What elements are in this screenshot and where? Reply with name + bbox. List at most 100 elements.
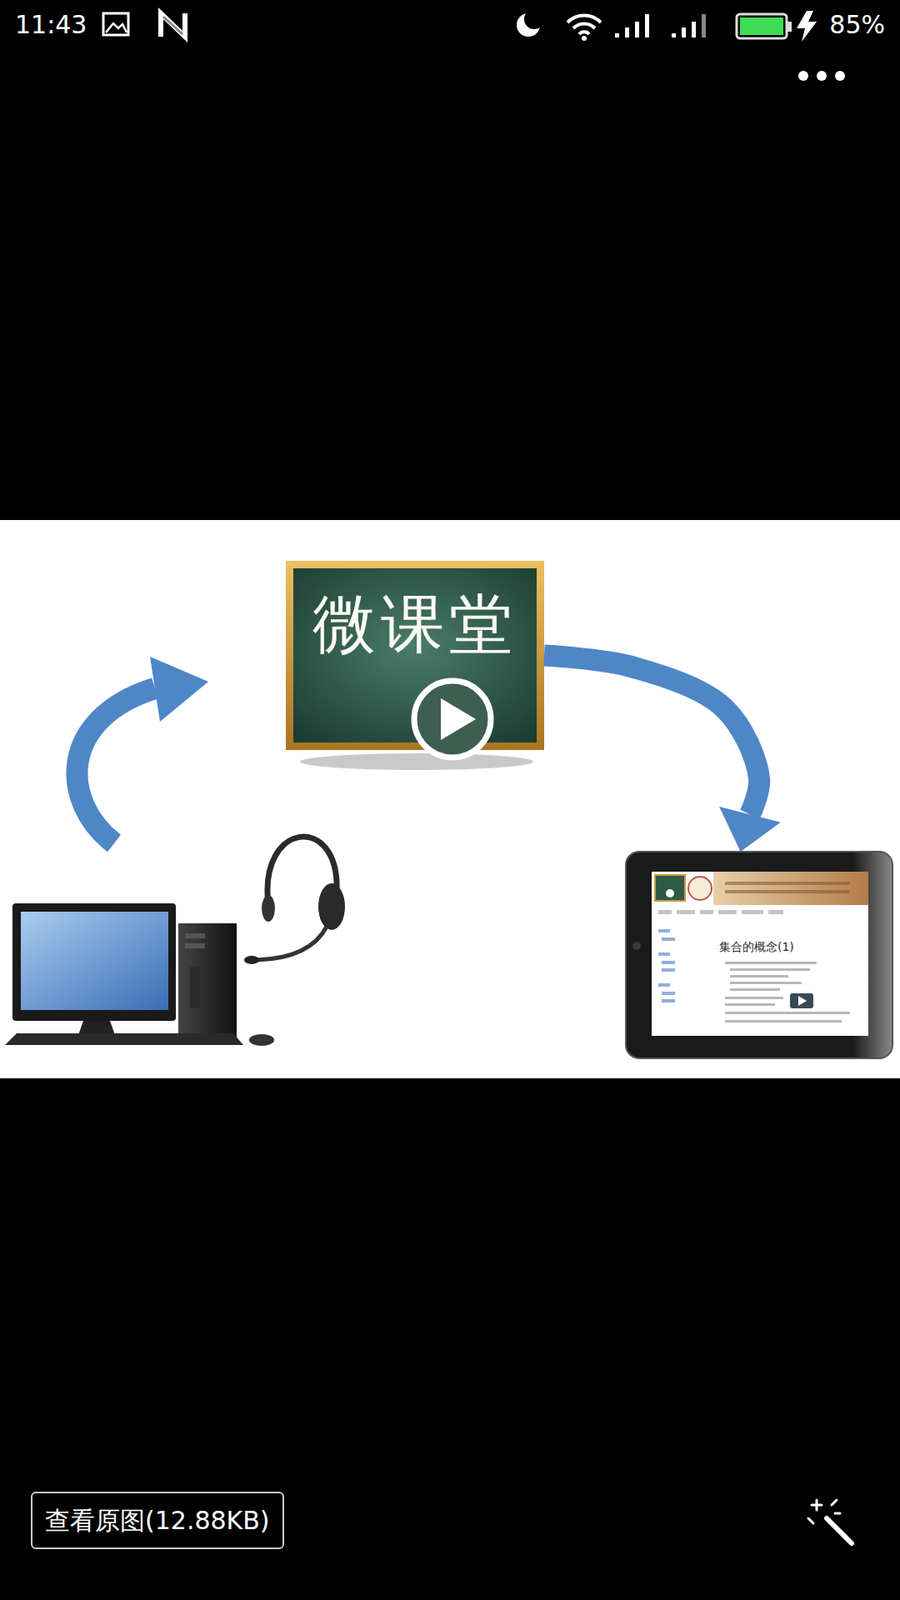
tablet-illustration [658,910,784,915]
tablet-illustration [655,875,685,901]
computer-illustration [20,911,169,1010]
tablet-illustration [632,941,641,950]
arrow-head [719,806,781,852]
n-logo-icon [160,13,185,37]
headset-icon [256,926,327,960]
cycle-arrow [76,656,209,844]
tablet-illustration [661,999,675,1003]
tablet-illustration [725,881,850,885]
computer-illustration [185,943,205,949]
magic-wand-icon [826,1518,852,1544]
tablet-illustration [658,929,670,933]
picture-icon [103,13,129,35]
headset-icon [244,836,345,965]
wifi-icon [581,35,587,41]
tablet-illustration [725,1011,850,1015]
tablet-illustration [725,961,850,1023]
tablet-screen: 集合的概念(1) [625,851,893,1059]
signal-icon [625,27,630,38]
tablet-illustration [625,851,893,1059]
battery-icon [736,14,787,39]
computer-illustration [5,1033,244,1045]
tablet-illustration [730,981,802,985]
moon-icon [524,9,545,30]
magic-wand-icon [811,1504,822,1507]
tablet-illustration [700,910,714,915]
tablet-illustration [651,871,869,1036]
view-original-button-text: 查看原图(12.88KB) [45,1505,270,1536]
wifi-icon [579,31,590,35]
headset-icon [261,895,275,922]
tablet-illustration [718,910,737,915]
wifi-icon [567,15,601,23]
cycle-arrow [76,688,155,844]
signal-icon [671,33,676,38]
computer-illustration [178,923,237,1041]
status-time: 11:43 [15,8,87,41]
chalkboard [414,680,491,758]
magic-wand-icon [835,1512,840,1515]
signal-icon [645,14,650,38]
picture-icon [103,13,129,35]
status-icons [103,9,817,42]
signal-icon [681,27,686,38]
wifi-icon [567,15,601,41]
tablet-illustration [658,910,672,915]
battery-icon [796,10,817,42]
signal-icon [615,14,706,38]
tablet-illustration [725,1020,842,1023]
tablet-illustration [798,995,807,1006]
chalkboard [440,698,476,740]
more-menu-dots [798,70,845,81]
computer-illustration [185,933,205,939]
chalkboard [285,560,545,770]
computer-illustration [78,1020,115,1035]
magic-wand-icon [808,1500,852,1544]
tablet-illustration [768,910,784,915]
tablet-illustration [658,952,670,956]
tablet-illustration [665,889,675,898]
tablet-illustration [725,961,817,965]
arrow-body [544,655,760,815]
tablet-illustration [661,937,675,941]
battery-icon [740,17,784,35]
tablet-illustration [741,910,764,915]
chalkboard [300,753,534,770]
tablet-illustration [725,1003,775,1006]
computer-illustration [190,966,200,1009]
computer-illustration [12,903,176,1021]
tablet-illustration [730,975,789,978]
signal-icon [691,21,696,38]
tablet-illustration [661,960,675,965]
tablet-illustration [688,876,712,900]
battery-icon [787,21,792,32]
tablet-illustration [658,983,670,987]
tablet-illustration [658,929,675,1003]
battery-icon [736,10,817,42]
tablet-illustration [713,871,869,905]
computer-illustration [249,1034,275,1046]
tablet-screen-text: 集合的概念(1) [719,940,795,955]
tablet-illustration [730,968,810,971]
picture-icon [105,23,127,33]
battery-percent: 85% [829,8,885,41]
tablet-illustration [676,910,695,915]
n-logo-icon [160,13,185,37]
magic-wand-icon [831,1500,837,1505]
tablet-illustration [661,991,675,995]
tablet-illustration [661,968,675,972]
view-original-button: 查看原图(12.88KB) [30,1491,285,1550]
more-menu-dots [798,70,809,81]
headset-icon [318,883,345,930]
signal-icon [635,21,640,38]
moon-icon [516,9,545,37]
more-menu-dots [835,70,845,81]
chalkboard-box: 微课堂 [285,560,545,750]
image-panel [0,520,900,1079]
tablet-illustration [790,993,814,1009]
signal-icon [615,33,620,38]
tablet-illustration [730,988,780,991]
flow-arrow [544,655,781,853]
magic-wand-icon [808,1518,814,1524]
